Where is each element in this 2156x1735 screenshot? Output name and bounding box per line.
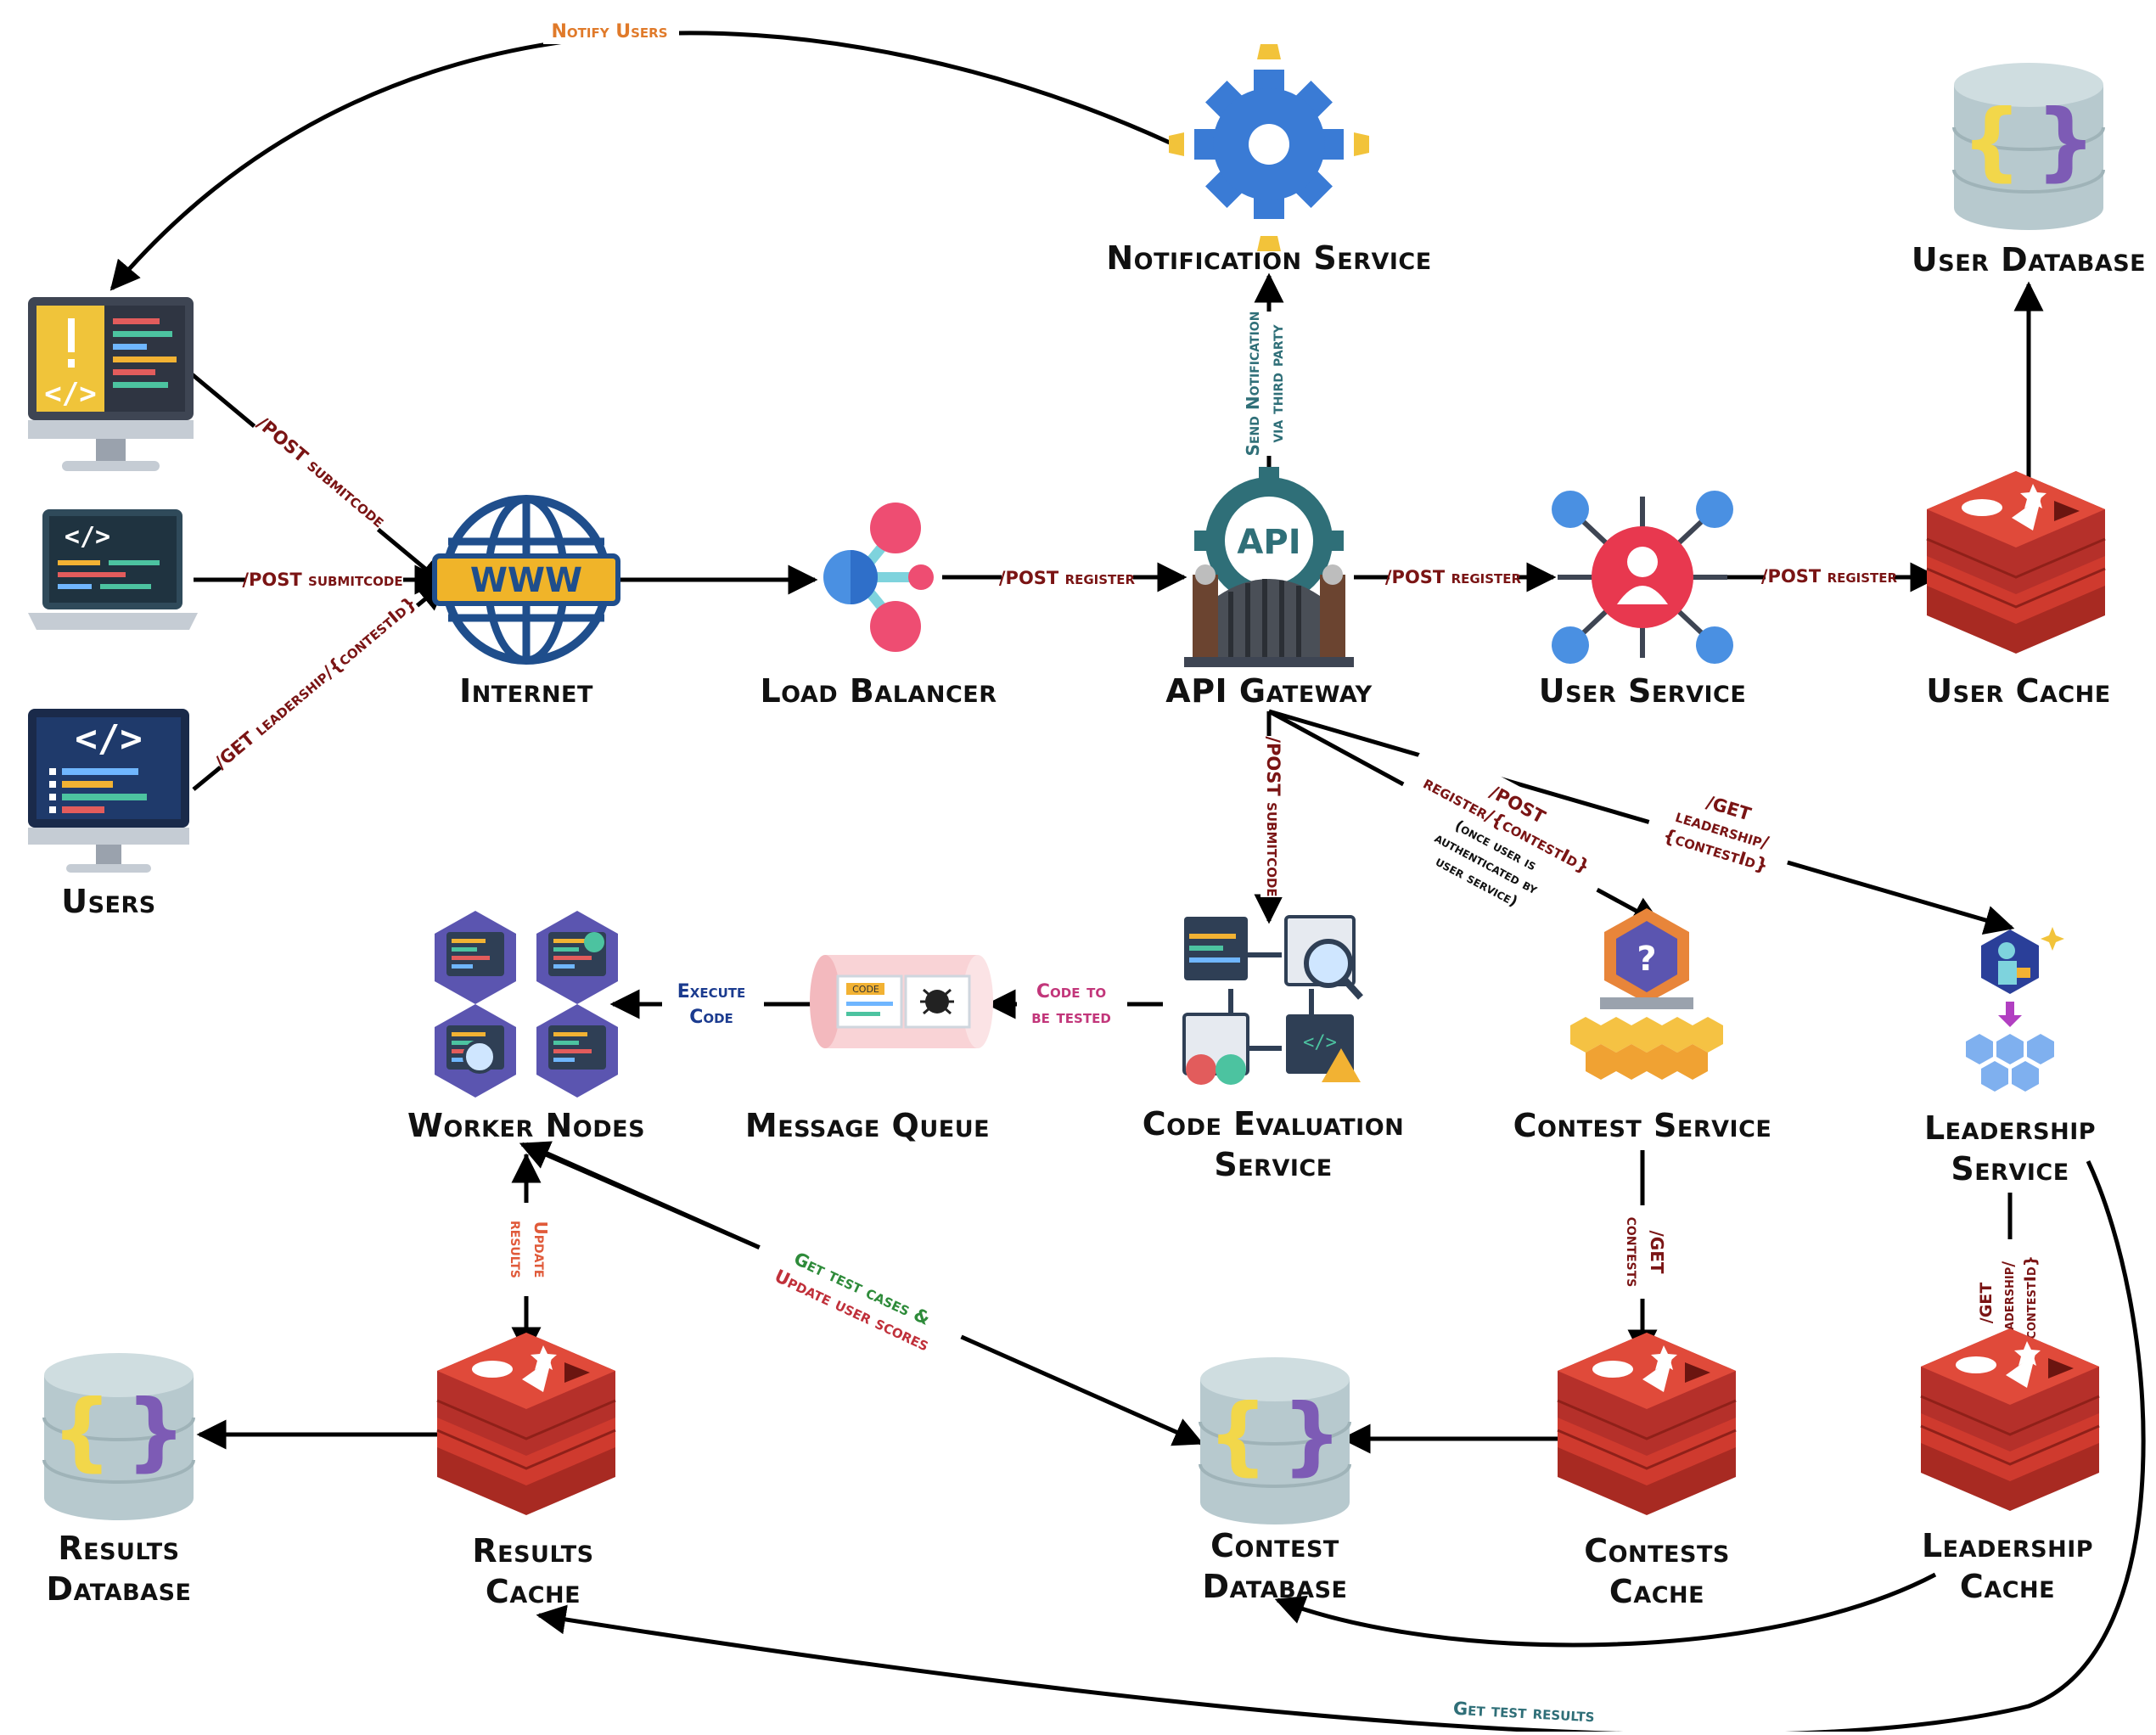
label-contest-database-2: Database xyxy=(1202,1568,1348,1605)
mq-code-badge: CODE xyxy=(852,984,879,995)
label-internet: Internet xyxy=(459,672,593,710)
label-worker-nodes: Worker Nodes xyxy=(407,1107,646,1144)
label-load-balancer: Load Balancer xyxy=(760,672,997,710)
label-post-submitcode-desktop: /POST submitcode xyxy=(253,413,389,531)
laptop-icon: </> xyxy=(28,509,198,630)
label-contest-service: Contest Service xyxy=(1513,1107,1772,1144)
code-evaluation-icon: </> xyxy=(1182,915,1363,1085)
label-send-notification-1: Send Notification xyxy=(1243,312,1263,457)
label-notify-users: Notify Users xyxy=(551,21,667,42)
globe-icon: WWW xyxy=(432,495,620,665)
label-code-evaluation-1: Code Evaluation xyxy=(1142,1105,1405,1143)
label-leadership-service-1: Leadership xyxy=(1923,1109,2097,1147)
label-post-register-us: /POST register xyxy=(1761,566,1898,587)
label-update-results-1: Update xyxy=(531,1221,551,1278)
edge-leadershipcache-to-contestdb xyxy=(1274,1572,1937,1648)
message-queue-icon: CODE xyxy=(810,955,993,1048)
label-post-register-lb: /POST register xyxy=(999,568,1136,588)
label-user-cache: User Cache xyxy=(1926,672,2111,710)
label-contests-cache-2: Cache xyxy=(1609,1573,1705,1610)
label-post-submitcode-gw: /POST submitcode xyxy=(1263,736,1283,896)
label-execute-code-1: Execute xyxy=(677,981,746,1002)
desktop-icon: </> xyxy=(28,297,194,471)
label-code-tested-1: Code to xyxy=(1036,981,1106,1002)
label-send-notification-2: via third party xyxy=(1266,323,1287,442)
svg-text:</>: </> xyxy=(65,522,110,552)
leadership-service-icon xyxy=(1966,927,2064,1092)
label-get-contests-2: contests xyxy=(1623,1217,1643,1288)
leadership-cache-redis-icon xyxy=(1919,1327,2101,1513)
label-get-leadership-users: /GET leadership/{contestId} xyxy=(211,592,420,773)
edge-notify-users xyxy=(109,31,1171,291)
notification-gear-icon xyxy=(1169,44,1369,251)
label-get-leadership-cache-1: /GET xyxy=(1977,1283,1996,1324)
svg-text:WWW: WWW xyxy=(470,561,582,600)
label-results-cache-2: Cache xyxy=(485,1573,581,1610)
results-cache-redis-icon xyxy=(435,1331,617,1517)
label-results-database-2: Database xyxy=(46,1570,192,1608)
contest-service-icon: ? xyxy=(1570,908,1723,1080)
label-post-register-gw: /POST register xyxy=(1385,567,1522,587)
label-update-results-2: results xyxy=(507,1221,527,1278)
user-service-icon xyxy=(1552,491,1733,664)
label-leadership-service-2: Service xyxy=(1951,1150,2069,1188)
label-post-submitcode-laptop: /POST submitcode xyxy=(242,570,402,590)
label-user-service: User Service xyxy=(1538,672,1747,710)
label-user-database: User Database xyxy=(1911,241,2147,278)
svg-text:</>: </> xyxy=(75,717,142,761)
label-contests-cache-1: Contests xyxy=(1584,1532,1730,1569)
load-balancer-icon xyxy=(823,503,934,652)
contests-cache-redis-icon xyxy=(1556,1331,1738,1517)
edge-leadership-to-resultscache xyxy=(536,1159,2146,1735)
svg-text:</>: </> xyxy=(1303,1032,1337,1053)
label-api-gateway: API Gateway xyxy=(1165,672,1373,710)
label-results-database-1: Results xyxy=(58,1530,180,1567)
svg-text:</>: </> xyxy=(44,377,96,411)
label-message-queue: Message Queue xyxy=(744,1107,991,1144)
label-contest-database-1: Contest xyxy=(1210,1527,1339,1564)
user-cache-redis-icon xyxy=(1925,469,2107,655)
results-database-icon xyxy=(42,1351,195,1522)
label-code-evaluation-2: Service xyxy=(1214,1146,1333,1183)
api-badge: API xyxy=(1237,523,1300,562)
label-leadership-cache-1: Leadership xyxy=(1921,1527,2094,1564)
label-results-cache-1: Results xyxy=(472,1532,594,1569)
label-users: Users xyxy=(61,883,156,920)
monitor-icon: </> xyxy=(28,709,189,873)
label-code-tested-2: be tested xyxy=(1031,1007,1111,1028)
label-get-contests-1: /GET xyxy=(1647,1230,1667,1273)
contest-database-icon xyxy=(1199,1356,1351,1526)
label-execute-code-2: Code xyxy=(689,1007,733,1028)
edge-contestdb-to-workers xyxy=(519,1141,765,1252)
label-leadership-cache-2: Cache xyxy=(1959,1568,2056,1605)
label-get-leadership-cache-2: leadership/ xyxy=(1999,1261,2018,1345)
worker-nodes-icon xyxy=(435,911,618,1098)
api-gateway-icon: API xyxy=(1184,467,1354,667)
svg-text:?: ? xyxy=(1637,940,1656,979)
label-get-leadership-cache-3: {contestId} xyxy=(2021,1255,2040,1350)
edges xyxy=(109,31,2146,1735)
edge-gateway-to-leadership xyxy=(1268,709,2015,935)
user-database-icon xyxy=(1952,61,2105,232)
label-notification-service: Notification Service xyxy=(1106,239,1432,277)
